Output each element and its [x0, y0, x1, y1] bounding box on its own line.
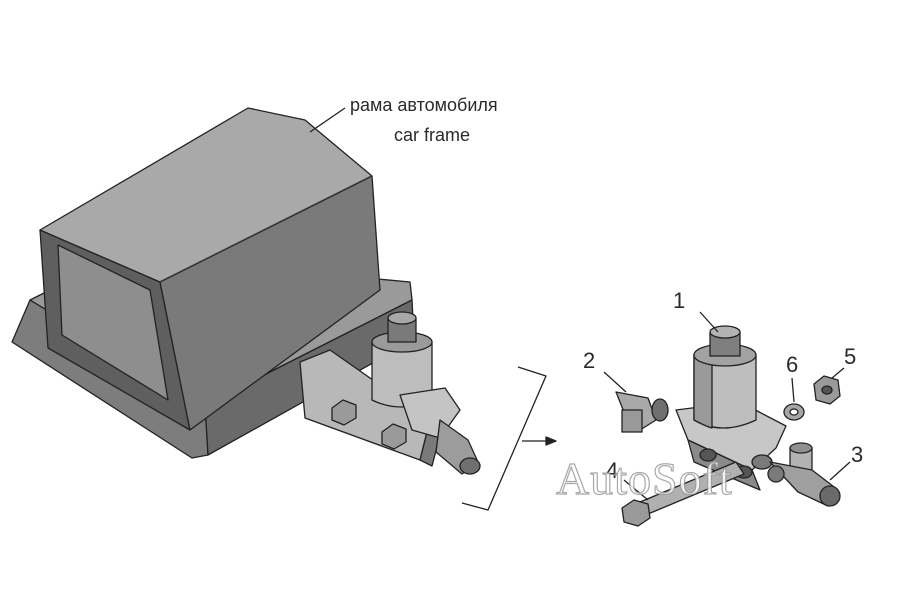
- leader-2: [603, 371, 627, 393]
- leader-3: [829, 461, 851, 481]
- mounting-bracket: [299, 349, 443, 467]
- callout-3: 3: [851, 442, 864, 467]
- part-1-valve: [675, 325, 787, 491]
- leader-6: [791, 377, 795, 403]
- part-4-bolt: [621, 461, 745, 527]
- leader-5: [831, 367, 845, 379]
- part-3-tee: [767, 442, 841, 507]
- callout-2: 2: [583, 348, 596, 373]
- part-6-washer: [783, 403, 805, 421]
- watermark: AutoSoft: [555, 452, 733, 504]
- frame-label-en: car frame: [394, 125, 471, 145]
- callout-4: 4: [606, 458, 619, 483]
- leader-4: [623, 479, 649, 501]
- frame-label-ru: рама автомобиля: [350, 95, 498, 115]
- part-2-elbow: [615, 391, 669, 433]
- arrow: [522, 436, 557, 446]
- leader-1: [699, 311, 719, 333]
- callout-1: 1: [673, 288, 686, 313]
- callout-5: 5: [844, 344, 857, 369]
- frame-leader: [309, 107, 346, 133]
- assembled-valve: [371, 311, 481, 475]
- callout-6: 6: [786, 352, 799, 377]
- group-bracket: [461, 366, 547, 511]
- part-5-nut: [813, 375, 841, 405]
